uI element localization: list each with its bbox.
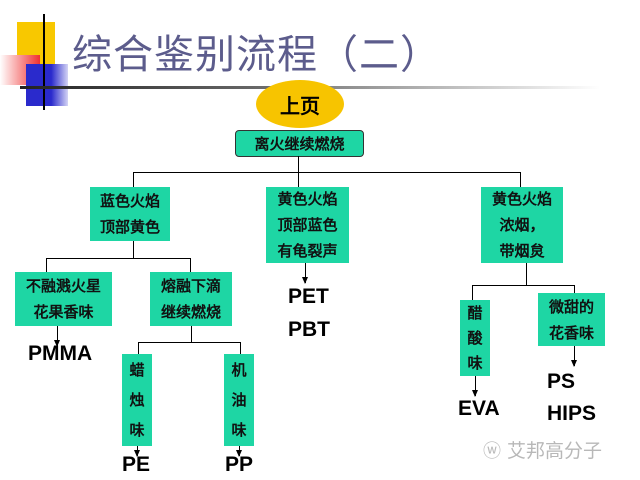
connector xyxy=(133,172,521,173)
node-line: 微甜的 xyxy=(548,297,594,316)
connector xyxy=(298,172,299,187)
page-title: 综合鉴别流程（二） xyxy=(72,32,441,78)
node-line: 蓝色火焰 xyxy=(99,192,160,210)
connector xyxy=(472,285,575,286)
connector xyxy=(240,342,241,354)
result-ps: PS xyxy=(547,370,576,393)
connector xyxy=(138,342,139,354)
node-line: 继续燃烧 xyxy=(160,303,221,321)
connector xyxy=(298,156,299,172)
connector xyxy=(133,172,134,187)
node-line: 花果香味 xyxy=(33,303,94,321)
connector xyxy=(526,263,527,285)
node-line: 机 xyxy=(231,361,247,379)
node-line: 顶部蓝色 xyxy=(277,216,338,234)
arrow xyxy=(54,326,60,347)
watermark: ⓦ 艾邦高分子 xyxy=(483,436,602,463)
node-line: 酸 xyxy=(467,328,483,347)
node-line: 烛 xyxy=(129,391,145,409)
connector xyxy=(46,258,47,272)
oil-smell-node: 机油味 xyxy=(224,354,254,446)
result-eva: EVA xyxy=(458,397,500,420)
deco-blue-rect xyxy=(26,64,68,106)
node-line: 味 xyxy=(467,353,483,372)
wax-smell-node: 蜡烛味 xyxy=(122,354,152,446)
branch2-node: 黄色火焰顶部蓝色有龟裂声 xyxy=(266,187,349,263)
node-line: 油 xyxy=(231,391,247,409)
prev-page-button[interactable]: 上页 xyxy=(256,80,344,128)
result-pmma: PMMA xyxy=(28,342,93,365)
vinegar-smell-node: 醋酸味 xyxy=(460,300,490,376)
root-label: 离火继续燃烧 xyxy=(254,134,345,153)
watermark-text: 艾邦高分子 xyxy=(507,440,603,462)
branch3-node: 黄色火焰浓烟， 带烟炱 xyxy=(481,187,563,263)
result-pet: PET xyxy=(288,285,329,308)
node-line: 浓烟， xyxy=(499,216,545,234)
arrow xyxy=(571,346,577,367)
result-pe: PE xyxy=(122,453,151,476)
branch1-child1-node: 不融溅火星花果香味 xyxy=(15,272,112,326)
connector xyxy=(520,172,521,187)
node-line: 蜡 xyxy=(129,361,145,379)
wechat-icon: ⓦ xyxy=(483,440,501,462)
connector xyxy=(574,285,575,293)
result-pp: PP xyxy=(225,453,254,476)
result-hips: HIPS xyxy=(547,402,597,425)
branch1-child2-node: 熔融下滴继续燃烧 xyxy=(150,272,232,326)
arrow xyxy=(236,446,242,457)
sweet-floral-node: 微甜的花香味 xyxy=(538,293,605,346)
node-line: 带烟炱 xyxy=(499,242,545,260)
connector xyxy=(46,258,191,259)
node-line: 黄色火焰 xyxy=(491,190,552,208)
arrow xyxy=(134,446,140,457)
result-pbt: PBT xyxy=(288,318,330,341)
arrow xyxy=(302,263,308,284)
node-line: 顶部黄色 xyxy=(99,218,160,236)
connector xyxy=(191,326,192,342)
node-line: 花香味 xyxy=(548,323,594,342)
prev-page-label: 上页 xyxy=(280,93,320,118)
deco-vline xyxy=(43,14,45,110)
branch1-node: 蓝色火焰顶部黄色 xyxy=(90,187,170,241)
node-line: 味 xyxy=(231,421,247,439)
connector xyxy=(472,285,473,300)
connector xyxy=(138,342,241,343)
node-line: 不融溅火星 xyxy=(25,277,101,295)
node-line: 黄色火焰 xyxy=(277,190,338,208)
arrow xyxy=(472,376,478,397)
node-line: 醋 xyxy=(467,303,483,322)
node-line: 有龟裂声 xyxy=(277,242,338,260)
node-line: 熔融下滴 xyxy=(160,277,221,295)
connector xyxy=(133,241,134,258)
node-line: 味 xyxy=(129,421,145,439)
connector xyxy=(190,258,191,272)
root-node: 离火继续燃烧 xyxy=(235,130,364,157)
